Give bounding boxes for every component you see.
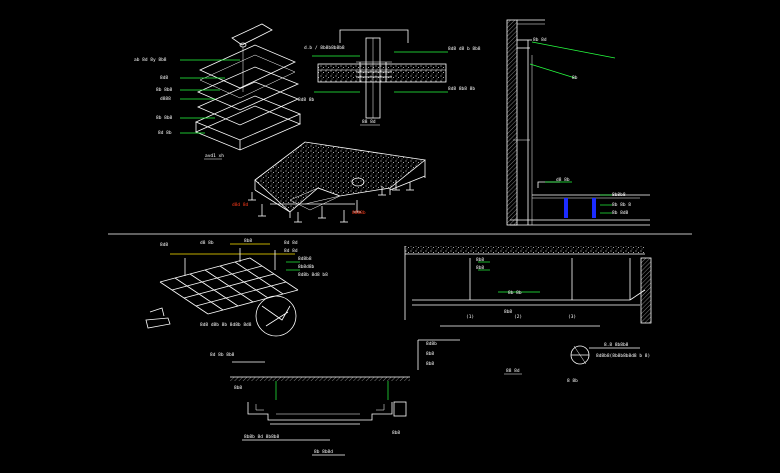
ceiling-section-view[interactable]: (1) (2) (3) 8b 8b 8b8 8b8 8b8 8d8b 8b8 8… <box>404 246 652 384</box>
detail-geometry <box>261 305 291 327</box>
layer-2 <box>196 66 300 111</box>
floor-panel-outline <box>254 141 426 213</box>
joint-label: d.b / 8b8b8b8b8 <box>304 45 345 51</box>
wall-section-view[interactable]: 8b 8d 8b d8 8b 8b8b8 8b 8b 8 8b 8d8 <box>506 19 650 226</box>
wall-label: 8b <box>572 75 578 81</box>
layer-label: 8b 8b8 <box>156 87 173 93</box>
wall-label: 8b8b8 <box>612 192 626 198</box>
section-label: 8b8 <box>504 309 512 315</box>
grid-label: 8b8d8b <box>298 264 315 270</box>
slab-section <box>318 64 446 82</box>
wall-label: 8b 8d <box>533 37 547 43</box>
grid-label: 8d8b8 <box>298 256 312 262</box>
section-label: 8b8 <box>426 361 434 367</box>
trough-label: 8b8 <box>392 430 400 436</box>
channel-profile <box>145 317 171 329</box>
leader-line <box>531 41 616 59</box>
detail-label: 8.8 8b8b8 <box>604 342 629 348</box>
grid-label: 8d8b 8d8 b8 <box>298 272 328 278</box>
grid-label: 8b8 <box>244 238 252 244</box>
ceiling-slab <box>405 246 645 254</box>
pedestal-floor-view[interactable]: d8d 8d 8888b <box>232 141 426 223</box>
light-trough-section[interactable]: 8d 8b 8b8 8b8 8b8b 8d 8b8b8 8b 8b8d 8b8 <box>210 352 410 456</box>
detail-circle <box>255 295 297 337</box>
layer-label: 8d8 <box>160 75 168 81</box>
side-wall <box>641 258 651 323</box>
trough-label: 8b8b 8d 8b8b8 <box>244 434 280 440</box>
pedestal-post <box>592 198 596 218</box>
bubble-axis <box>573 345 587 365</box>
section-label: 8b8 <box>476 265 484 271</box>
joint-bracket <box>339 29 409 43</box>
wall-label: d8 8b <box>556 177 570 183</box>
trough-label: 8b 8b8d <box>314 449 333 455</box>
floor-joint-section[interactable]: d.b / 8b8b8b8b8 8d8 d8 b 8b8 8d8 8b 8d8 … <box>298 29 481 126</box>
layer-label: d888 <box>160 96 171 102</box>
layer-1-shadow <box>199 54 296 99</box>
pedestal-post <box>564 198 568 218</box>
section-label: 8b 8b <box>508 290 522 296</box>
section-label: (2) <box>514 314 522 320</box>
ceiling-hatch <box>230 377 410 381</box>
grid-label: 8d 8d <box>284 240 298 246</box>
grid-label: 8d8 <box>160 242 168 248</box>
grid-label: d8 8b <box>200 240 214 246</box>
joint-label: 8d8 8b8 8b <box>448 86 475 92</box>
trough-label: 8b8 <box>234 385 242 391</box>
layer-label: ab 8d 8y 8b8 <box>134 57 167 63</box>
trough-label: 8d 8b 8b8 <box>210 352 235 358</box>
clip-profile <box>149 307 165 317</box>
section-title: 88 8d <box>506 368 520 374</box>
trough-body <box>247 402 393 421</box>
tag-label: 8888b <box>352 210 366 216</box>
grid-members <box>159 257 299 315</box>
figure-caption: 8d8 d8b 8b 8d8b 8d8 <box>200 322 252 328</box>
section-label: (1) <box>466 314 474 320</box>
top-tile <box>231 23 273 46</box>
section-label: 8b8 <box>426 351 434 357</box>
section-label: 8d8b <box>426 341 437 347</box>
section-label: (3) <box>568 314 576 320</box>
bubble-label: 8 8b <box>567 378 578 384</box>
leader-line <box>529 63 576 79</box>
opening-icon <box>351 177 365 187</box>
trough-lip <box>255 404 385 411</box>
tag-label: d8d 8d <box>232 202 249 208</box>
side-wall-outline <box>640 257 652 324</box>
end-block <box>393 401 407 417</box>
frame <box>304 195 341 205</box>
stippled-floor-panel <box>255 142 425 212</box>
bracket <box>629 289 646 301</box>
floor-layer-exploded-view[interactable]: ab 8d 8y 8b8 8d8 8b 8b8 d888 8b 8b8 8d 8… <box>134 23 302 160</box>
wall-label: 8b 8d8 <box>612 210 629 216</box>
wall-label: 8b 8b 8 <box>612 202 631 208</box>
figure-title: 88 8d <box>362 119 376 125</box>
ceiling-grid-view[interactable]: 8d8 d8 8b 8b8 8d 8d 8d 8d 8d8b8 8b8d8b 8… <box>145 238 328 337</box>
frame <box>254 189 291 213</box>
pedestal-legs <box>248 180 414 223</box>
section-label: 8b8 <box>476 257 484 263</box>
slab-outline <box>317 63 447 83</box>
grid-label: 8d 8d <box>284 248 298 254</box>
layer-label: 8b 8b8 <box>156 115 173 121</box>
layer-label: 8d 8b <box>158 130 172 136</box>
figure-title: avd1 xh <box>205 153 224 159</box>
wall-hatch <box>507 20 517 225</box>
layer-1 <box>199 44 296 89</box>
joint-label: 8d8 d8 b 8b8 <box>448 46 481 52</box>
detail-note: 8d8b8(8b8b8b8d8 b 8) <box>596 353 650 359</box>
joint-label: 8d8 8b <box>298 97 315 103</box>
connector-legs <box>359 62 387 82</box>
